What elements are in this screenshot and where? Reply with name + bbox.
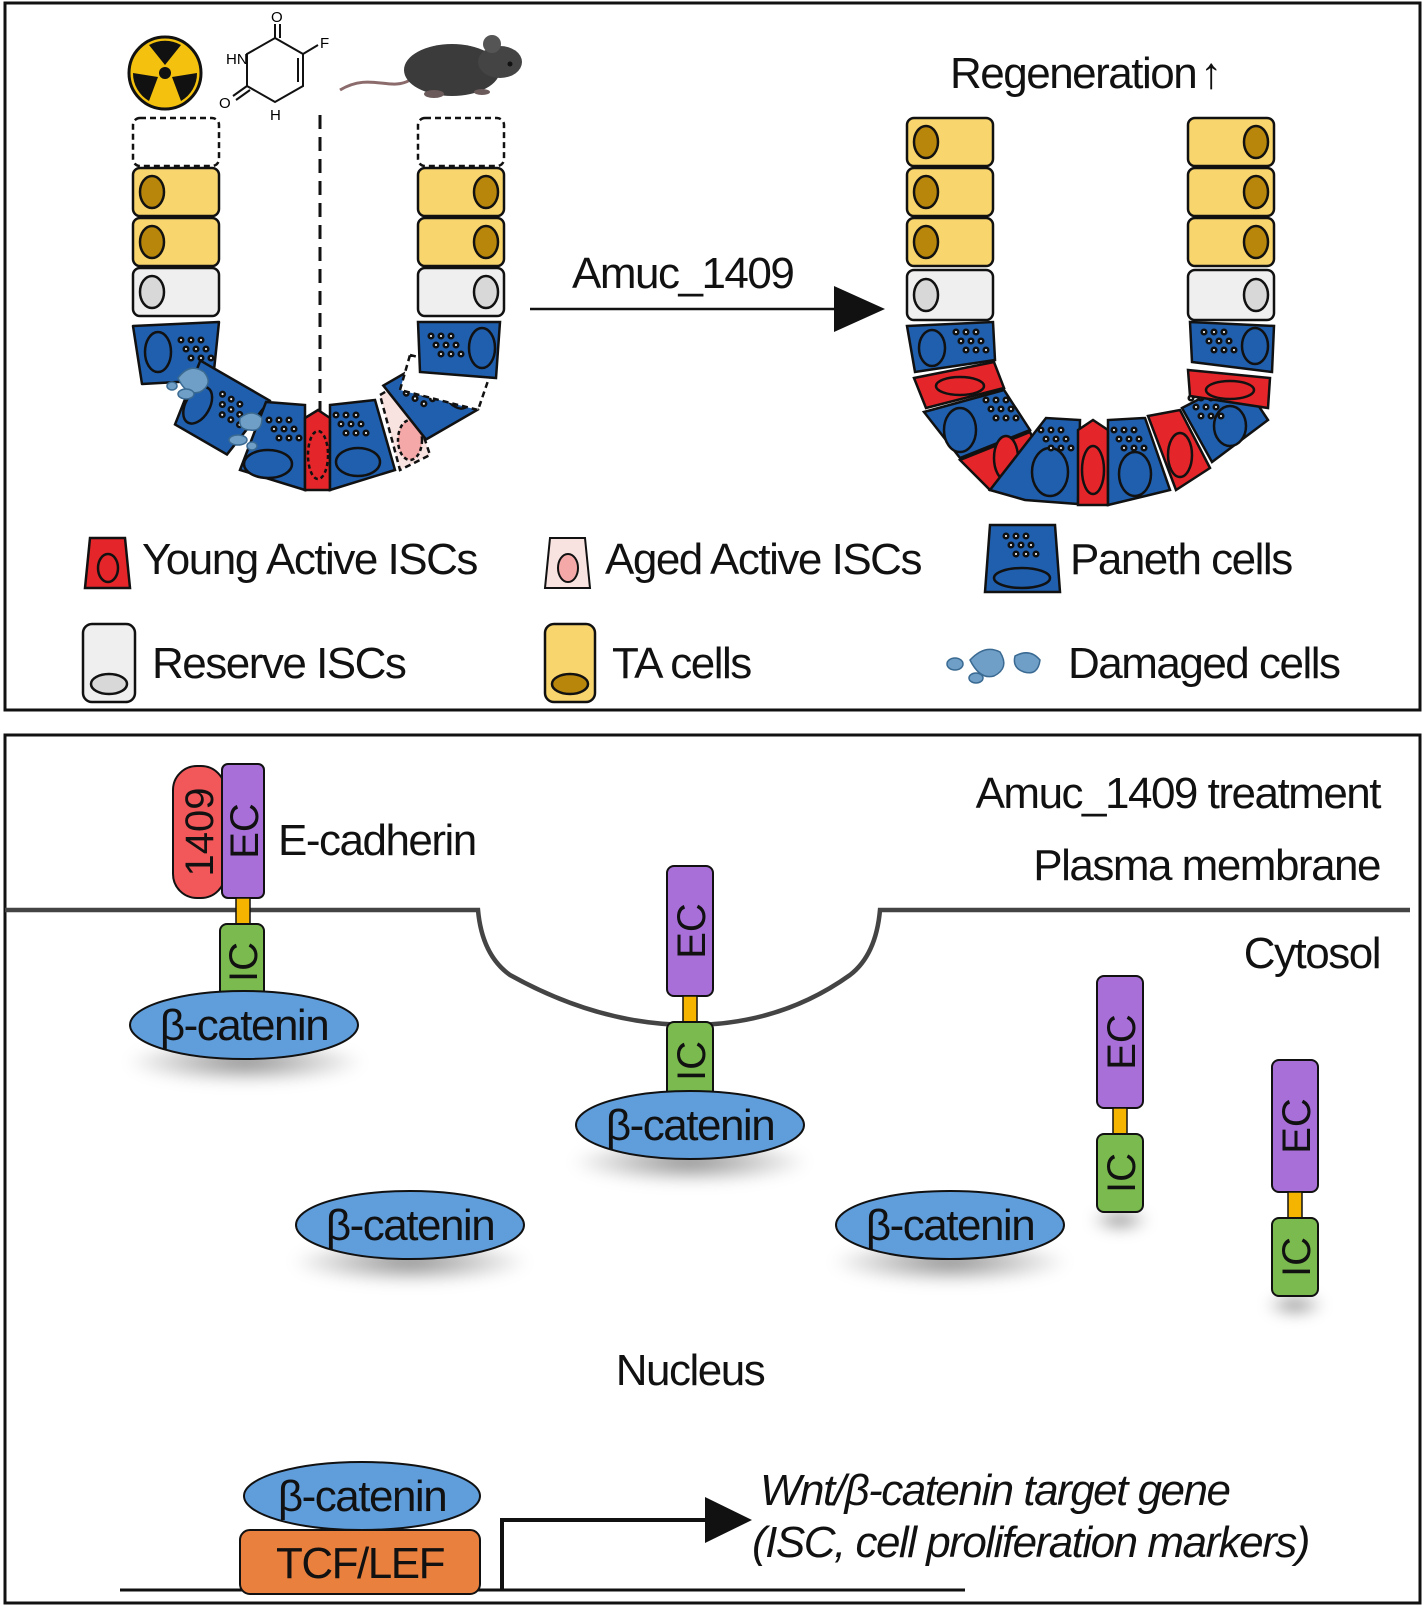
- transcription-arrowhead: [705, 1497, 752, 1543]
- ic-domain-label: IC: [222, 942, 266, 982]
- legend-damaged-icon: [946, 648, 1041, 684]
- regeneration-label: Regeneration↑: [950, 49, 1221, 98]
- free-beta-catenin-right: [830, 1190, 1070, 1284]
- beta-catenin-label: β-catenin: [606, 1101, 774, 1150]
- transcription-arrow: [500, 1518, 710, 1590]
- ec-domain-label: EC: [1275, 1098, 1319, 1154]
- atom-hn: HN: [226, 51, 248, 68]
- treatment-label: Amuc_1409 treatment: [976, 769, 1382, 818]
- atom-o-top: O: [271, 9, 283, 26]
- legend-paneth-icon: [983, 523, 1062, 594]
- nuclear-beta-catenin: [243, 1461, 481, 1531]
- damaged-cells: [166, 367, 263, 451]
- legend-ta-label: TA cells: [612, 639, 751, 688]
- ecadherin-complex-internalizing: [570, 865, 810, 1184]
- atom-f: F: [320, 35, 329, 52]
- free-ecadherin-1: [1090, 975, 1150, 1232]
- legend-young-active-label: Young Active ISCs: [142, 535, 477, 584]
- legend-damaged-label: Damaged cells: [1068, 639, 1340, 688]
- top-panel-frame: [3, 1, 1422, 712]
- ec-domain-label: EC: [1100, 1014, 1144, 1070]
- ic-domain-label: IC: [1275, 1237, 1319, 1277]
- beta-catenin-label: β-catenin: [326, 1201, 494, 1250]
- beta-catenin-label: β-catenin: [866, 1201, 1034, 1250]
- nucleus-label: Nucleus: [616, 1346, 765, 1395]
- target-gene-line2: (ISC, cell proliferation markers): [752, 1518, 1309, 1567]
- fluorouracil-structure-icon: [232, 24, 319, 104]
- treatment-arrowhead: [834, 286, 885, 332]
- legend-reserve-label: Reserve ISCs: [152, 639, 406, 688]
- amuc-1409-domain-label: 1409: [178, 788, 222, 877]
- mouse-icon: [339, 35, 522, 98]
- ecadherin-complex-bound: [125, 763, 365, 1084]
- legend-reserve-icon: [81, 622, 137, 704]
- legend-aged-active-label: Aged Active ISCs: [605, 535, 921, 584]
- ecadherin-label: E-cadherin: [278, 816, 476, 865]
- ec-domain-label: EC: [670, 903, 714, 959]
- free-ecadherin-2: [1265, 1059, 1325, 1317]
- legend-ta-icon: [543, 622, 597, 704]
- legend-aged-active-icon: [543, 537, 592, 589]
- free-beta-catenin-left: [290, 1190, 530, 1284]
- legend-young-active-icon: [83, 536, 132, 590]
- target-gene-line1: Wnt/β-catenin target gene: [760, 1466, 1229, 1515]
- ec-domain-label: EC: [223, 803, 267, 859]
- membrane-label: Plasma membrane: [1033, 841, 1380, 890]
- atom-o-left: O: [219, 95, 231, 112]
- ic-domain-label: IC: [670, 1041, 714, 1081]
- radiation-icon: [127, 35, 203, 111]
- legend-paneth-label: Paneth cells: [1070, 535, 1292, 584]
- ic-domain-label: IC: [1100, 1153, 1144, 1193]
- tcf-lef-label: TCF/LEF: [276, 1539, 445, 1588]
- beta-catenin-label: β-catenin: [278, 1472, 446, 1521]
- treatment-arrow-label: Amuc_1409: [572, 249, 793, 298]
- beta-catenin-label: β-catenin: [160, 1001, 328, 1050]
- cytosol-label: Cytosol: [1244, 929, 1380, 978]
- up-arrow-icon: ↑: [1200, 49, 1221, 98]
- crypt-damaged: [131, 116, 506, 492]
- atom-h: H: [270, 107, 281, 124]
- bottom-panel-frame: [3, 733, 1422, 1605]
- crypt-regenerated: [905, 116, 1276, 507]
